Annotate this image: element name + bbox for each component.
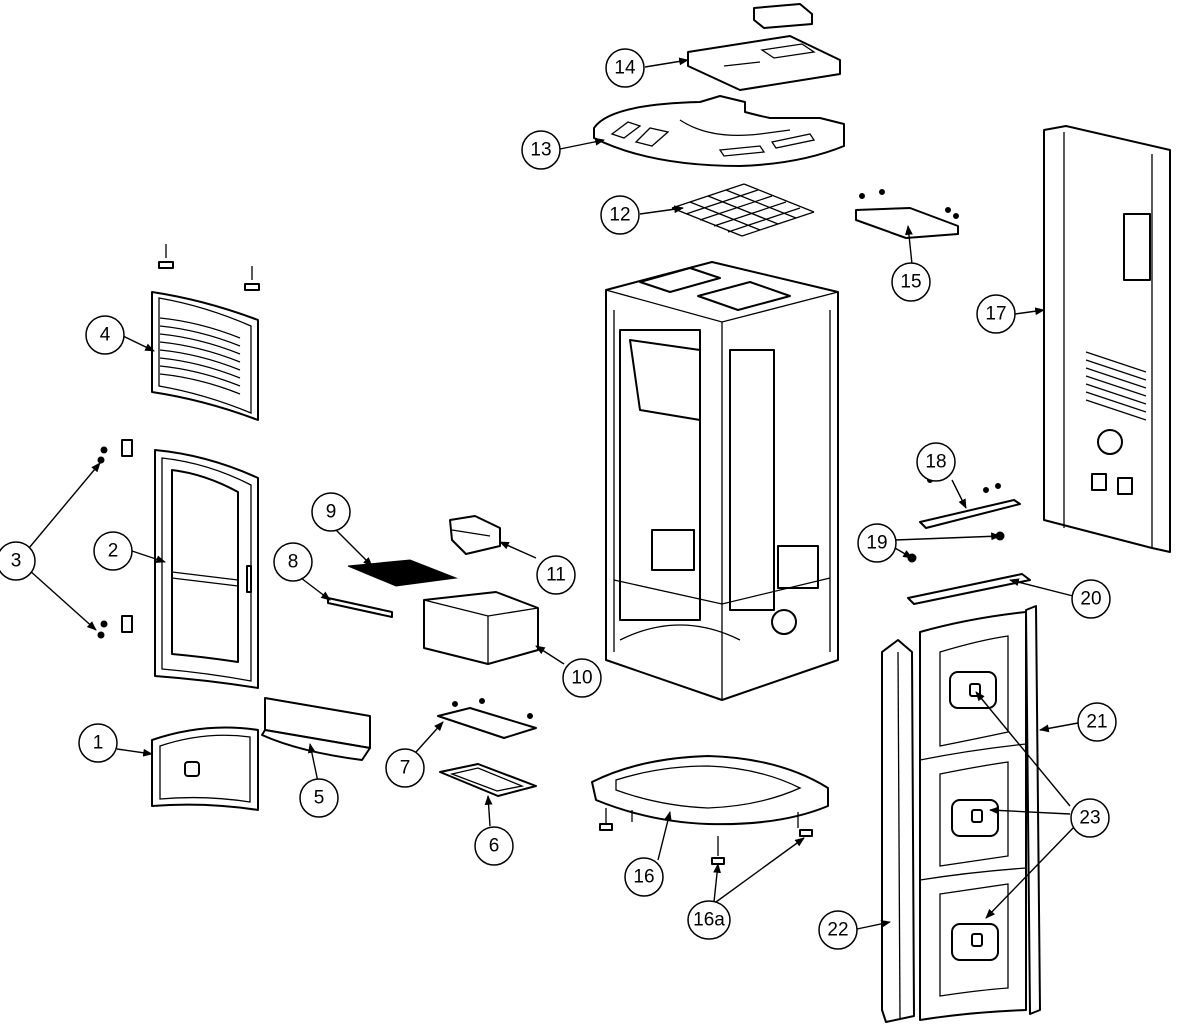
- svg-text:22: 22: [827, 920, 848, 941]
- part-12-mesh: [671, 183, 815, 237]
- part-21-side-strip: [1025, 605, 1041, 1015]
- callout-9: 9: [311, 492, 351, 532]
- callout-21: 21: [1077, 702, 1117, 742]
- callout-11: 11: [536, 555, 576, 595]
- callout-12: 12: [600, 195, 640, 235]
- callout-10: 10: [562, 658, 602, 698]
- callout-20: 20: [1071, 579, 1111, 619]
- leader-lines: [28, 57, 1079, 930]
- svg-text:9: 9: [326, 502, 337, 523]
- callout-5: 5: [299, 778, 339, 818]
- svg-text:19: 19: [866, 533, 887, 554]
- callout-3: 3: [0, 541, 36, 581]
- part-6-gasket: [439, 763, 537, 797]
- svg-text:11: 11: [546, 565, 566, 586]
- part-23-side-panels: [919, 611, 1027, 1021]
- svg-text:7: 7: [400, 758, 411, 779]
- part-10-box: [423, 591, 539, 665]
- svg-text:15: 15: [900, 272, 921, 293]
- part-20-rail: [907, 573, 1031, 605]
- part-3-hinges: [97, 439, 133, 639]
- callout-19: 19: [857, 523, 897, 563]
- svg-text:17: 17: [985, 304, 1006, 325]
- callout-8: 8: [273, 542, 313, 582]
- svg-text:14: 14: [614, 58, 636, 79]
- part-22-side-column: [881, 639, 915, 1023]
- svg-text:4: 4: [100, 325, 111, 346]
- part-17-back-panel: [1043, 125, 1171, 553]
- part-2-door: [154, 449, 259, 689]
- callout-22: 22: [818, 910, 858, 950]
- callout-1: 1: [78, 723, 118, 763]
- part-9-grate: [347, 559, 458, 587]
- callout-2: 2: [93, 531, 133, 571]
- callout-14: 14: [605, 48, 645, 88]
- callout-18: 18: [916, 442, 956, 482]
- svg-text:13: 13: [530, 140, 551, 161]
- part-13-top-plate: [593, 95, 845, 167]
- svg-text:8: 8: [288, 552, 299, 573]
- callout-17: 17: [976, 294, 1016, 334]
- svg-text:12: 12: [609, 205, 630, 226]
- svg-text:1: 1: [93, 733, 104, 754]
- svg-text:20: 20: [1080, 589, 1101, 610]
- part-11-burnpot: [449, 515, 501, 555]
- part-7-plate: [437, 698, 537, 739]
- callout-6: 6: [474, 826, 514, 866]
- part-14-top-cover: [687, 3, 841, 91]
- svg-text:21: 21: [1086, 712, 1107, 733]
- callout-16: 16: [624, 857, 664, 897]
- callout-16a: 16a: [687, 900, 731, 940]
- part-15-bracket: [855, 189, 959, 239]
- callout-23: 23: [1070, 798, 1110, 838]
- callout-13: 13: [521, 130, 561, 170]
- svg-text:10: 10: [571, 668, 592, 689]
- svg-text:2: 2: [108, 541, 119, 562]
- part-16-base: [591, 755, 829, 865]
- svg-text:3: 3: [11, 551, 22, 572]
- callout-4: 4: [85, 315, 125, 355]
- part-1-lower-panel: [151, 726, 259, 811]
- svg-text:18: 18: [925, 452, 946, 473]
- callout-15: 15: [891, 262, 931, 302]
- callout-7: 7: [385, 748, 425, 788]
- part-4-upper-grille: [151, 244, 260, 421]
- stove-body-frame: [605, 261, 839, 701]
- svg-text:16: 16: [633, 867, 654, 888]
- svg-text:16a: 16a: [693, 910, 725, 931]
- part-8-bar: [327, 597, 393, 618]
- part-5-tray: [261, 697, 371, 761]
- svg-text:5: 5: [314, 788, 325, 809]
- svg-text:23: 23: [1079, 808, 1100, 829]
- svg-text:6: 6: [489, 836, 500, 857]
